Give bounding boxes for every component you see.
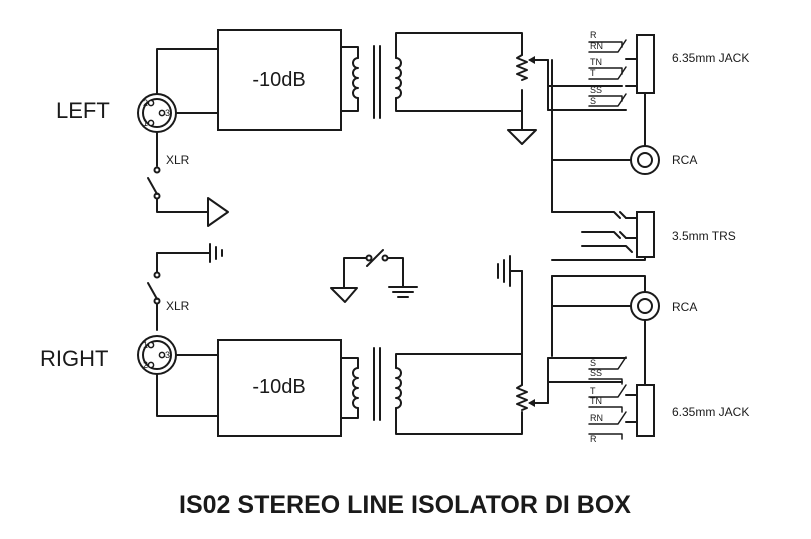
left-xlr-label: XLR [166,153,190,167]
left-jack-contact-rn: RN [590,41,603,51]
right-ground-lift-switch [147,243,223,331]
left-xlr-connector: 2 3 1 [137,93,177,133]
right-xlr-connector: 1 3 2 [137,335,177,375]
right-jack: 6.35mm JACK S SS T TN RN R [588,356,749,444]
left-potentiometer [516,54,549,81]
trs-jack: 3.5mm TRS [551,211,736,258]
left-ground-symbol [507,129,537,145]
left-transformer [352,45,402,119]
right-pad-box [217,339,342,437]
left-pad-label: -10dB [252,69,305,91]
left-label: LEFT [56,98,110,123]
right-xlr-pin-1: 1 [143,340,148,350]
right-jack-label: 6.35mm JACK [672,405,749,419]
right-xlr-label: XLR [166,299,190,313]
left-jack-contact-tn: TN [590,57,602,67]
left-jack-contact-r: R [590,30,597,40]
right-jack-contact-s: S [590,358,596,368]
left-ground-lift-switch [147,131,229,227]
left-channel: LEFT 2 3 1 XLR -10dB [56,29,553,213]
left-jack-contact-ss: SS [590,85,602,95]
right-rca-label: RCA [672,300,697,314]
right-transformer [352,347,402,421]
right-xlr-pin-3: 3 [165,350,170,360]
left-chassis-ground-icon [207,197,229,227]
left-jack: 6.35mm JACK R RN TN T SS S [588,30,749,107]
left-xlr-pin-3: 3 [165,108,170,118]
left-jack-contact-t: T [590,68,596,78]
left-pad-box [217,29,342,131]
left-xlr-pin-2: 2 [143,98,148,108]
right-jack-contact-tn: TN [590,396,602,406]
right-jack-contact-r: R [590,434,597,444]
right-label: RIGHT [40,346,108,371]
left-rca-label: RCA [672,153,697,167]
diagram-title: IS02 STEREO LINE ISOLATOR DI BOX [179,491,631,519]
right-rca: RCA [630,291,697,321]
right-xlr-pin-2: 2 [143,360,148,370]
right-channel: RIGHT 1 3 2 -10dB [40,270,553,437]
left-rca: RCA [630,145,697,175]
signal-ground-icon [330,287,358,303]
center-ground-switch [330,249,418,303]
left-jack-contact-s: S [590,96,596,106]
middle-ground-tap [497,255,523,287]
left-xlr-pin-1: 1 [143,118,148,128]
right-potentiometer [516,384,549,411]
right-pad-label: -10dB [252,376,305,398]
trs-label: 3.5mm TRS [672,229,736,243]
left-jack-label: 6.35mm JACK [672,51,749,65]
right-jack-contact-t: T [590,386,596,396]
right-jack-contact-rn: RN [590,413,603,423]
right-jack-contact-ss: SS [590,368,602,378]
